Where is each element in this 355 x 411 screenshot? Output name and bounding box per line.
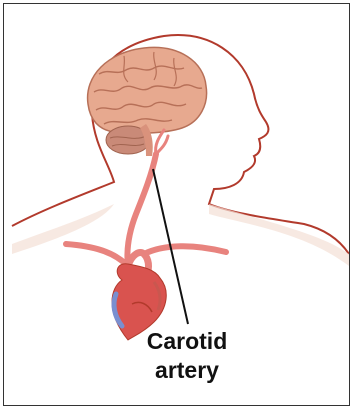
shoulder-shade-right [209,204,349,266]
label-line-1: Carotid [122,327,252,356]
brain-icon [88,47,207,156]
diagram-frame: Carotid artery [3,3,350,406]
label-line-2: artery [122,356,252,385]
carotid-branch-upper [156,130,168,154]
carotid-artery-label: Carotid artery [122,327,252,385]
subclavian-artery-right [144,246,226,254]
subclavian-artery-left [66,244,128,266]
